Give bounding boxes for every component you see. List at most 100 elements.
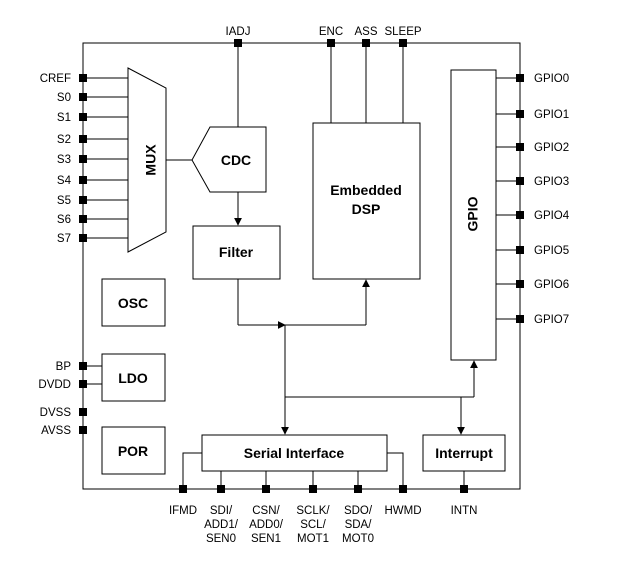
label-csn-3: SEN1 [251,533,281,545]
label-s3: S3 [57,154,71,166]
filter-label: Filter [219,244,254,260]
label-s2: S2 [57,134,71,146]
label-csn-2: ADD0/ [249,519,284,531]
label-s4: S4 [57,175,72,187]
label-intn: INTN [451,505,478,517]
pin-gpio5 [516,246,524,254]
serial-interface-label: Serial Interface [244,445,345,461]
pin-gpio0 [516,74,524,82]
cdc-label: CDC [221,152,251,168]
label-dvss: DVSS [40,407,72,419]
pin-ass [362,39,370,47]
pin-sdi [217,485,225,493]
pin-intn [460,485,468,493]
label-gpio1: GPIO1 [534,109,569,121]
pin-gpio4 [516,211,524,219]
label-gpio4: GPIO4 [534,210,570,222]
pin-s5 [79,196,87,204]
pin-hwmd [399,485,407,493]
dsp-block [312,122,421,280]
ldo-block [101,353,166,402]
pin-s3 [79,155,87,163]
interrupt-label: Interrupt [435,445,493,461]
pin-s2 [79,135,87,143]
pin-ifmd [179,485,187,493]
filter-block [192,225,281,280]
label-gpio0: GPIO0 [534,73,569,85]
label-sdi-2: ADD1/ [204,519,239,531]
osc-block [101,278,166,327]
label-sclk-2: SCL/ [300,519,326,531]
label-s5: S5 [57,195,71,207]
label-dvdd: DVDD [38,379,71,391]
gpio-label: GPIO [465,196,481,231]
label-sdi-3: SEN0 [206,533,236,545]
label-gpio6: GPIO6 [534,279,569,291]
pin-s0 [79,93,87,101]
label-sclk-1: SCLK/ [296,505,330,517]
pin-gpio6 [516,280,524,288]
label-avss: AVSS [41,425,71,437]
label-gpio3: GPIO3 [534,176,569,188]
label-gpio2: GPIO2 [534,142,569,154]
label-cref: CREF [40,73,71,85]
pin-s6 [79,215,87,223]
label-sdo-3: MOT0 [342,533,374,545]
pin-gpio1 [516,110,524,118]
label-ass: ASS [354,26,377,38]
chip-outline [82,42,521,490]
pin-dvdd [79,380,87,388]
pin-s7 [79,234,87,242]
label-s0: S0 [57,92,71,104]
label-sdi-1: SDI/ [210,505,233,517]
gpio-block [450,69,497,361]
interrupt-block [422,434,506,472]
pin-avss [79,426,87,434]
por-label: POR [118,443,148,459]
label-gpio5: GPIO5 [534,245,569,257]
cdc-block [191,126,267,193]
pin-cref [79,74,87,82]
mux-block [127,67,167,253]
pin-csn [262,485,270,493]
pin-enc [327,39,335,47]
power-pins: BP DVDD DVSS AVSS [38,361,102,437]
pin-iadj [234,39,242,47]
por-block [101,426,166,475]
label-s6: S6 [57,214,71,226]
pin-gpio7 [516,315,524,323]
serial-interface-block [201,434,388,472]
label-enc: ENC [319,26,343,38]
label-sclk-3: MOT1 [297,533,329,545]
label-sdo-1: SDO/ [344,505,373,517]
label-s7: S7 [57,233,71,245]
bottom-pins: IFMD SDI/ ADD1/ SEN0 CSN/ ADD0/ SEN1 SCL… [169,452,478,545]
pin-gpio2 [516,143,524,151]
dsp-label-line1: Embedded [330,182,402,198]
label-hwmd: HWMD [384,505,421,517]
label-csn-1: CSN/ [252,505,280,517]
pin-sleep [399,39,407,47]
label-sleep: SLEEP [384,26,421,38]
top-pins: IADJ ENC ASS SLEEP [226,26,422,127]
ldo-label: LDO [118,370,148,386]
label-iadj: IADJ [226,26,251,38]
label-ifmd: IFMD [169,505,197,517]
pin-gpio3 [516,177,524,185]
pin-sclk [309,485,317,493]
dsp-label-line2: DSP [352,201,381,217]
osc-label: OSC [118,295,148,311]
mux-label: MUX [143,144,159,176]
label-gpio7: GPIO7 [534,314,569,326]
internal-wiring [237,279,478,435]
pin-sdo [354,485,362,493]
label-bp: BP [56,361,72,373]
label-s1: S1 [57,112,71,124]
pin-dvss [79,408,87,416]
pin-s1 [79,113,87,121]
pin-bp [79,362,87,370]
left-pins: CREF S0 S1 S2 S3 S4 S5 S6 S7 [40,73,128,245]
label-sdo-2: SDA/ [345,519,373,531]
